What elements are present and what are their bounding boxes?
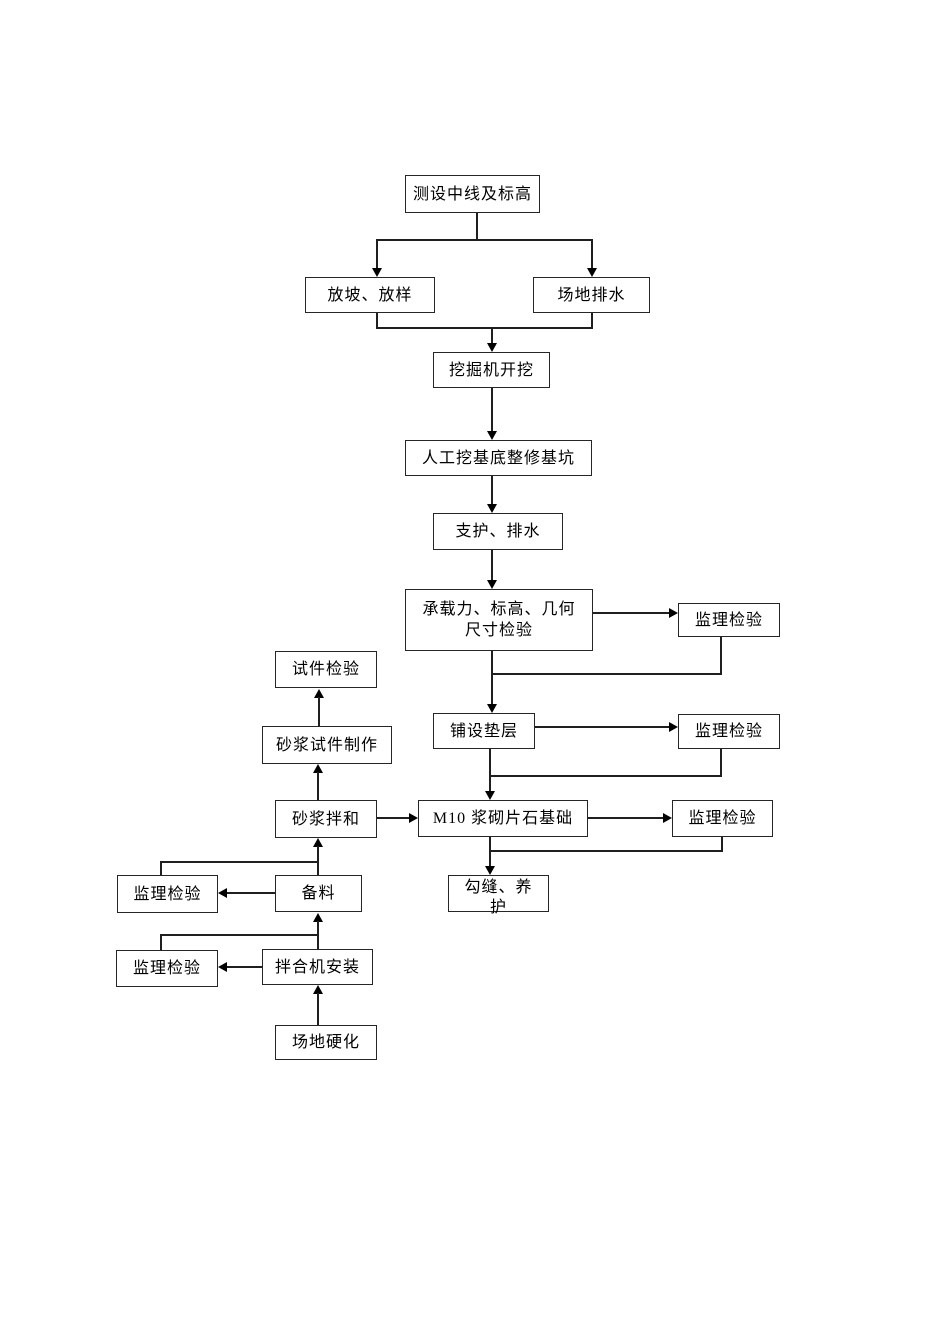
node-specimen-test: 试件检验 — [275, 651, 377, 688]
connector-line — [317, 993, 319, 1025]
connector-line — [491, 651, 493, 705]
connector-line — [160, 861, 319, 863]
arrowhead-left — [218, 888, 227, 898]
node-support-drainage: 支护、排水 — [433, 513, 563, 550]
connector-line — [491, 673, 722, 675]
arrowhead-down — [587, 268, 597, 277]
node-cushion-laying: 铺设垫层 — [433, 713, 535, 749]
node-supervision-2: 监理检验 — [678, 714, 780, 749]
connector-line — [588, 817, 663, 819]
connector-line — [377, 817, 409, 819]
node-supervision-5: 监理检验 — [116, 950, 218, 987]
connector-line — [489, 775, 722, 777]
connector-line — [160, 934, 162, 950]
connector-line — [593, 612, 669, 614]
arrowhead-right — [663, 813, 672, 823]
arrowhead-up — [313, 913, 323, 922]
connector-line — [160, 861, 162, 875]
node-manual-trim-pit: 人工挖基底整修基坑 — [405, 440, 592, 476]
connector-line — [489, 749, 491, 792]
connector-line — [318, 697, 320, 726]
arrowhead-down — [485, 791, 495, 800]
node-jointing-curing: 勾缝、养 护 — [448, 875, 549, 916]
arrowhead-down — [485, 866, 495, 875]
node-survey: 测设中线及标高 — [405, 175, 540, 213]
connector-line — [160, 934, 319, 936]
connector-line — [489, 850, 723, 852]
node-supervision-4: 监理检验 — [117, 875, 218, 913]
connector-line — [376, 239, 378, 269]
connector-line — [720, 637, 722, 675]
node-excavator-excavation: 挖掘机开挖 — [433, 352, 550, 388]
arrowhead-down — [487, 504, 497, 513]
connector-line — [491, 327, 493, 344]
arrowhead-up — [313, 838, 323, 847]
node-bearing-check: 承载力、标高、几何 尺寸检验 — [405, 589, 593, 651]
connector-line — [591, 313, 593, 329]
connector-line — [476, 213, 478, 241]
arrowhead-up — [314, 689, 324, 698]
connector-line — [317, 772, 319, 800]
connector-line — [227, 966, 262, 968]
connector-line — [491, 550, 493, 581]
connector-line — [376, 313, 378, 329]
connector-line — [491, 388, 493, 431]
node-slope-layout: 放坡、放样 — [305, 277, 435, 313]
node-material-preparation: 备料 — [275, 875, 362, 912]
connector-line — [535, 726, 669, 728]
arrowhead-right — [669, 608, 678, 618]
connector-line — [721, 837, 723, 852]
arrowhead-left — [218, 962, 227, 972]
arrowhead-down — [487, 431, 497, 440]
arrowhead-right — [409, 813, 418, 823]
node-site-drainage: 场地排水 — [533, 277, 650, 313]
arrowhead-right — [669, 722, 678, 732]
connector-line — [720, 749, 722, 777]
arrowhead-down — [487, 580, 497, 589]
node-mortar-specimen-making: 砂浆试件制作 — [262, 726, 392, 764]
node-supervision-3: 监理检验 — [672, 800, 773, 837]
arrowhead-up — [313, 985, 323, 994]
connector-line — [376, 239, 593, 241]
connector-line — [591, 239, 593, 269]
node-m10-foundation: M10 浆砌片石基础 — [418, 800, 588, 837]
node-site-hardening: 场地硬化 — [275, 1025, 377, 1060]
connector-line — [317, 846, 319, 875]
connector-line — [491, 476, 493, 505]
node-mixer-installation: 拌合机安装 — [262, 949, 373, 985]
connector-line — [376, 327, 593, 329]
arrowhead-up — [313, 764, 323, 773]
arrowhead-down — [487, 704, 497, 713]
arrowhead-down — [487, 343, 497, 352]
connector-line — [227, 892, 275, 894]
node-supervision-1: 监理检验 — [678, 603, 780, 637]
connector-line — [489, 837, 491, 867]
node-mortar-mixing: 砂浆拌和 — [275, 800, 377, 838]
arrowhead-down — [372, 268, 382, 277]
